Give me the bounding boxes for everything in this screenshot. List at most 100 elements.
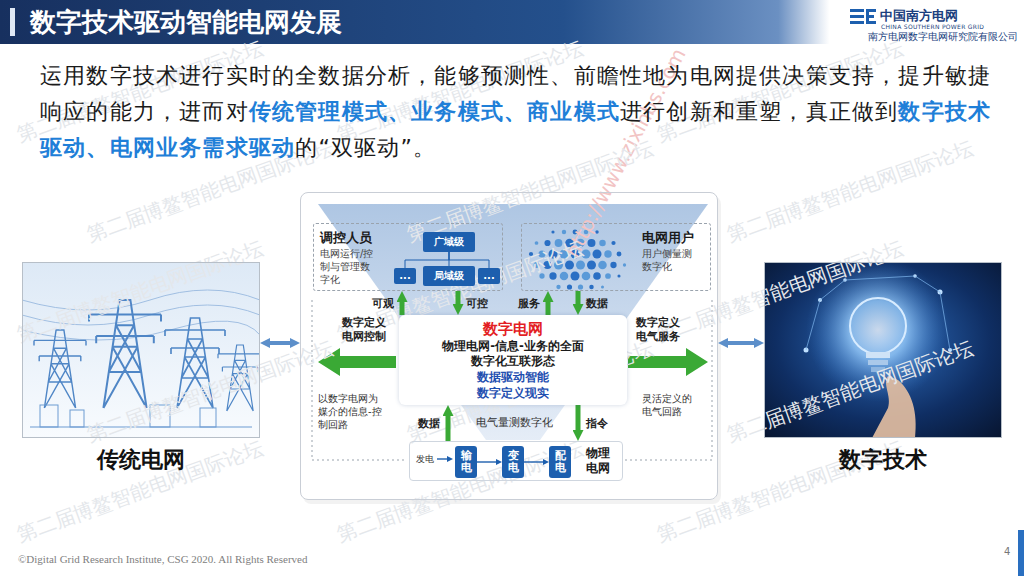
connector <box>446 416 451 441</box>
watermark: 第二届博鳌智能电网国际论坛 <box>723 134 977 248</box>
user-dot <box>571 272 580 281</box>
node-text: 数据驱动智能 <box>407 369 619 385</box>
node-title: 电网用户 <box>642 229 696 247</box>
node-text: 用户侧量测数字化 <box>642 247 696 273</box>
user-dot <box>589 285 594 290</box>
side-label: 数字定义电网控制 <box>342 316 392 344</box>
node-title: 配电 <box>555 450 566 474</box>
connector <box>477 461 496 462</box>
node-title: ... <box>483 270 494 282</box>
logo-company: 南方电网数字电网研究院有限公司 <box>868 31 1018 44</box>
user-dot <box>587 261 596 270</box>
stage-box: 输电 <box>455 446 477 478</box>
connector-label: 服务 <box>518 296 540 311</box>
user-dot <box>567 284 572 289</box>
diagram-panel: 调控人员电网运行/控制与管理数字化广域级...局域级...电网用户用户侧量测数字… <box>300 192 718 500</box>
logo-name: 中国南方电网 <box>880 7 958 25</box>
user-dot <box>623 263 626 266</box>
user-dot <box>610 262 616 268</box>
user-dot <box>556 285 560 289</box>
node-text: 物理电网-信息-业务的全面数字化互联形态 <box>438 339 588 369</box>
funnel-shape <box>318 204 708 478</box>
user-dot <box>601 285 604 288</box>
node-title: 传统电网 <box>23 445 259 475</box>
node-title: 广域级 <box>434 236 464 248</box>
connector-label: 可控 <box>466 296 488 311</box>
title-banner <box>0 0 1024 44</box>
node-title: 数字技术 <box>765 445 1001 475</box>
actor-box: 电网用户用户侧量测数字化 <box>521 223 711 291</box>
connector <box>270 341 290 345</box>
company-logo <box>850 9 876 24</box>
connector-label: 指令 <box>586 416 608 431</box>
node-title: 数字电网 <box>407 319 619 339</box>
user-dot <box>593 272 601 280</box>
slide-title: 数字技术驱动智能电网发展 <box>30 5 342 39</box>
connector-label: 数据 <box>418 416 440 431</box>
grid-box-fill <box>408 440 622 480</box>
body-text: 的“双驱动”。 <box>295 135 436 160</box>
connector <box>546 302 551 315</box>
watermark: 第二届博鳌智能电网国际论坛 <box>13 34 267 148</box>
level-chip: ... <box>478 268 500 284</box>
highlight-text: 传统管理模式、业务模式、商业模式 <box>249 99 620 124</box>
core-box: 数字电网物理电网-信息-业务的全面数字化互联形态数据驱动智能数字定义现实 <box>399 315 627 405</box>
loop-note: 灵活定义的电气回路 <box>642 392 698 418</box>
user-dot <box>535 241 539 245</box>
node-text: 电网运行/控制与管理数字化 <box>320 247 374 286</box>
level-chip: ... <box>394 268 416 284</box>
user-dot <box>551 230 554 233</box>
node-text: 数字定义现实 <box>407 385 619 401</box>
user-dot <box>578 284 583 289</box>
user-dot <box>593 250 602 259</box>
user-dot <box>599 240 605 246</box>
user-dot <box>598 261 607 270</box>
intro-paragraph: 运用数字技术进行实时的全数据分析，能够预测性、前瞻性地为电网提供决策支持，提升敏… <box>40 58 992 166</box>
level-chip: 局域级 <box>423 266 475 286</box>
user-dot <box>617 252 622 257</box>
actor-box: 调控人员电网运行/控制与管理数字化广域级...局域级... <box>313 223 503 291</box>
node-title: 局域级 <box>434 270 464 282</box>
copyright: ©Digital Grid Research Institute, CSG 20… <box>18 553 307 565</box>
side-label: 数字定义电气服务 <box>636 316 686 344</box>
photo-frame: 传统电网 <box>22 262 260 438</box>
title-accent <box>10 8 15 36</box>
user-dot <box>611 241 615 245</box>
loop-note: 以数字电网为媒介的信息-控制回路 <box>318 392 382 431</box>
logo-english: CHINA SOUTHERN POWER GRID <box>881 23 984 30</box>
flow-note: 电气量测数字化 <box>474 415 554 430</box>
generation-arrow <box>437 458 447 459</box>
corner-strip <box>1018 530 1024 576</box>
grid-box: 物理电网输电变电配电 <box>409 441 623 481</box>
connector <box>576 291 581 304</box>
stage-box: 配电 <box>549 446 571 478</box>
user-dot <box>617 274 620 277</box>
user-dot <box>549 272 556 279</box>
connector <box>728 341 754 345</box>
watermark: 第二届博鳌智能电网国际论坛 <box>333 34 587 148</box>
stage-box: 变电 <box>502 446 524 478</box>
panel-fill <box>300 192 718 500</box>
user-dot <box>560 272 569 281</box>
connector <box>576 405 581 430</box>
watermark: 第二届博鳌智能电网国际论坛 <box>83 334 337 448</box>
user-dot <box>605 273 611 279</box>
photo-frame: 数字技术 <box>764 262 1002 438</box>
connector-label: 可观 <box>372 296 394 311</box>
connector <box>400 302 405 315</box>
generation-label: 发电 <box>416 453 434 466</box>
connector-label: 数据 <box>586 296 608 311</box>
user-dot <box>604 250 611 257</box>
level-chip: 广域级 <box>423 232 475 252</box>
body-text: 进行创新和重塑，真正做到 <box>620 99 898 124</box>
connector <box>456 291 461 304</box>
watermark: 第二届博鳌智能电网国际论坛 <box>13 234 267 348</box>
page-number: 4 <box>1004 546 1010 557</box>
node-title: 输电 <box>461 450 472 474</box>
user-dot <box>582 272 591 281</box>
user-dot <box>562 230 566 234</box>
node-title: ... <box>399 270 410 282</box>
watermark: 第二届博鳌智能电网国际论坛 <box>653 34 907 148</box>
node-title: 变电 <box>508 450 519 474</box>
